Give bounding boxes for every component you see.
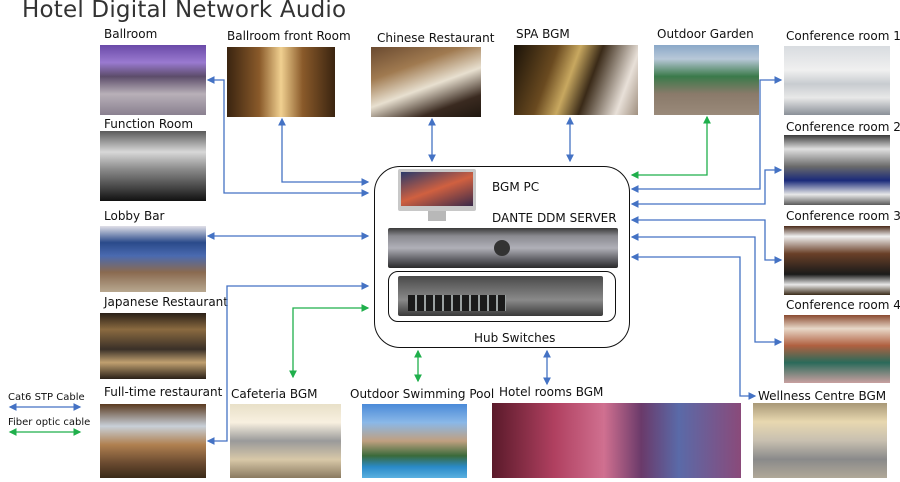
label-wellness-centre-bgm: Wellness Centre BGM: [758, 389, 887, 403]
dante-server-image: [388, 228, 618, 268]
label-ballroom-front-room: Ballroom front Room: [227, 29, 351, 43]
bgm-pc-image: [398, 169, 476, 223]
label-conference-room-2: Conference room 2: [786, 120, 900, 134]
label-spa-bgm: SPA BGM: [516, 27, 570, 41]
wire-full-time-restaurant: [206, 282, 370, 445]
legend-fiber-label: Fiber optic cable: [8, 417, 91, 428]
wire-conference-room-3: [630, 216, 783, 264]
wire-ballroom-front: [278, 117, 370, 186]
photo-ballroom: [100, 45, 206, 115]
label-outdoor-swimming-pool: Outdoor Swimming Pool: [350, 387, 495, 401]
photo-full-time-restaurant: [100, 404, 206, 478]
switch-enclosure: [388, 271, 616, 322]
photo-conference-room-3: [784, 226, 890, 295]
label-full-time-restaurant: Full-time restaurant: [104, 385, 223, 399]
photo-chinese-restaurant: [371, 47, 481, 117]
label-chinese-restaurant: Chinese Restaurant: [377, 31, 495, 45]
label-function-room: Function Room: [104, 117, 194, 131]
hub-switches-label: Hub Switches: [474, 331, 556, 345]
photo-conference-room-1: [784, 46, 890, 115]
photo-conference-room-2: [784, 135, 890, 205]
label-lobby-bar: Lobby Bar: [104, 209, 165, 223]
wire-wellness: [630, 253, 757, 400]
label-conference-room-3: Conference room 3: [786, 209, 900, 223]
photo-function-room: [100, 131, 206, 201]
label-conference-room-1: Conference room 1: [786, 29, 900, 43]
photo-spa-bgm: [514, 45, 638, 115]
wire-conference-room-4: [630, 233, 783, 346]
diagram-title: Hotel Digital Network Audio: [22, 0, 347, 23]
wire-cafeteria: [289, 304, 370, 379]
label-japanese-restaurant: Japanese Restaurant: [104, 295, 228, 309]
photo-wellness-centre-bgm: [753, 403, 887, 478]
label-outdoor-garden: Outdoor Garden: [657, 27, 754, 41]
dante-server-label: DANTE DDM SERVER: [492, 211, 617, 225]
hub-switch-image: [398, 276, 603, 316]
wire-conference-room-2: [630, 166, 783, 208]
label-hotel-rooms-bgm: Hotel rooms BGM: [499, 385, 604, 399]
photo-outdoor-swimming-pool: [362, 404, 467, 478]
photo-conference-room-4: [784, 315, 890, 383]
label-ballroom: Ballroom: [104, 27, 158, 41]
network-hub-enclosure: [374, 166, 630, 348]
photo-lobby-bar: [100, 226, 206, 292]
photo-hotel-rooms-bgm: [492, 403, 741, 478]
legend-cat6-label: Cat6 STP Cable: [8, 392, 85, 403]
wire-garden: [630, 115, 711, 179]
photo-japanese-restaurant: [100, 313, 206, 379]
bgm-pc-label: BGM PC: [492, 180, 540, 194]
wire-ballroom: [206, 76, 370, 197]
label-conference-room-4: Conference room 4: [786, 298, 900, 312]
